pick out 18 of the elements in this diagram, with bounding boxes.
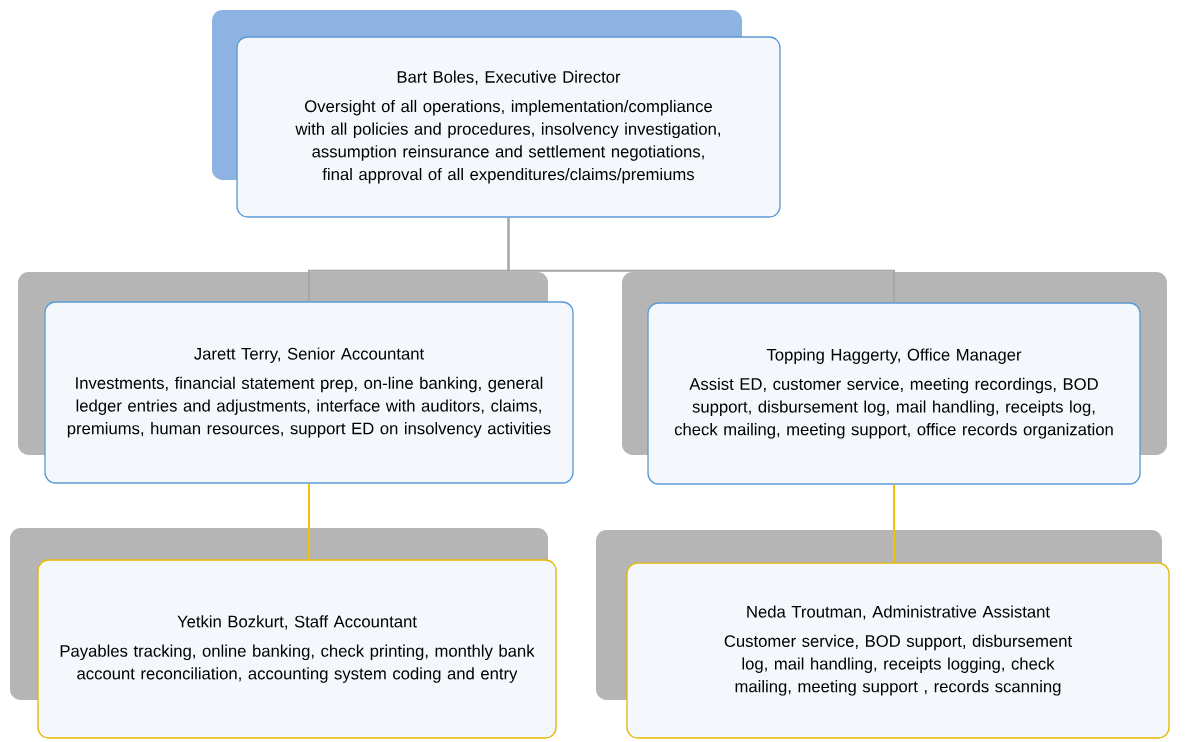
role-box	[37, 559, 557, 739]
role-box	[236, 36, 781, 218]
duties-text: Investments, financial statement prep, on-line banking, general ledger entries and adjustments, interface with auditors, claims, premiums, human resources, support ED on insolvency activities	[67, 376, 551, 438]
duties-text: Customer service, BOD support, disbursement log, mail handling, receipts logging, check mailing, meeting support , records scanning	[724, 634, 1072, 696]
role-title: Neda Troutman, Administrative Assistant	[747, 605, 1050, 620]
role-title: Topping Haggerty, Office Manager	[766, 348, 1022, 364]
role-title: Jarett Terry, Senior Accountant	[194, 347, 425, 363]
connector-line	[308, 482, 310, 561]
duties-text: Oversight of all operations, implementation/compliance with all policies and procedures, insolvency investigation, assumption reinsurance and settlement negotiations, final approval of all expenditures/claims/premiums	[295, 99, 720, 184]
connector-line	[507, 216, 895, 304]
role-box	[44, 301, 574, 484]
role-box	[626, 562, 1170, 739]
role-title: Bart Boles, Executive Director	[397, 70, 621, 85]
duties-text: Payables tracking, online banking, check printing, monthly bank account reconciliation, accounting system coding and entry	[60, 644, 535, 683]
duties-text: Assist ED, customer service, meeting recordings, BOD support, disbursement log, mail handling, receipts log, check mailing, meeting support, office records organization	[674, 377, 1113, 439]
role-box	[647, 302, 1141, 485]
connector-line	[893, 483, 895, 564]
role-title: Yetkin Bozkurt, Staff Accountant	[177, 615, 417, 630]
